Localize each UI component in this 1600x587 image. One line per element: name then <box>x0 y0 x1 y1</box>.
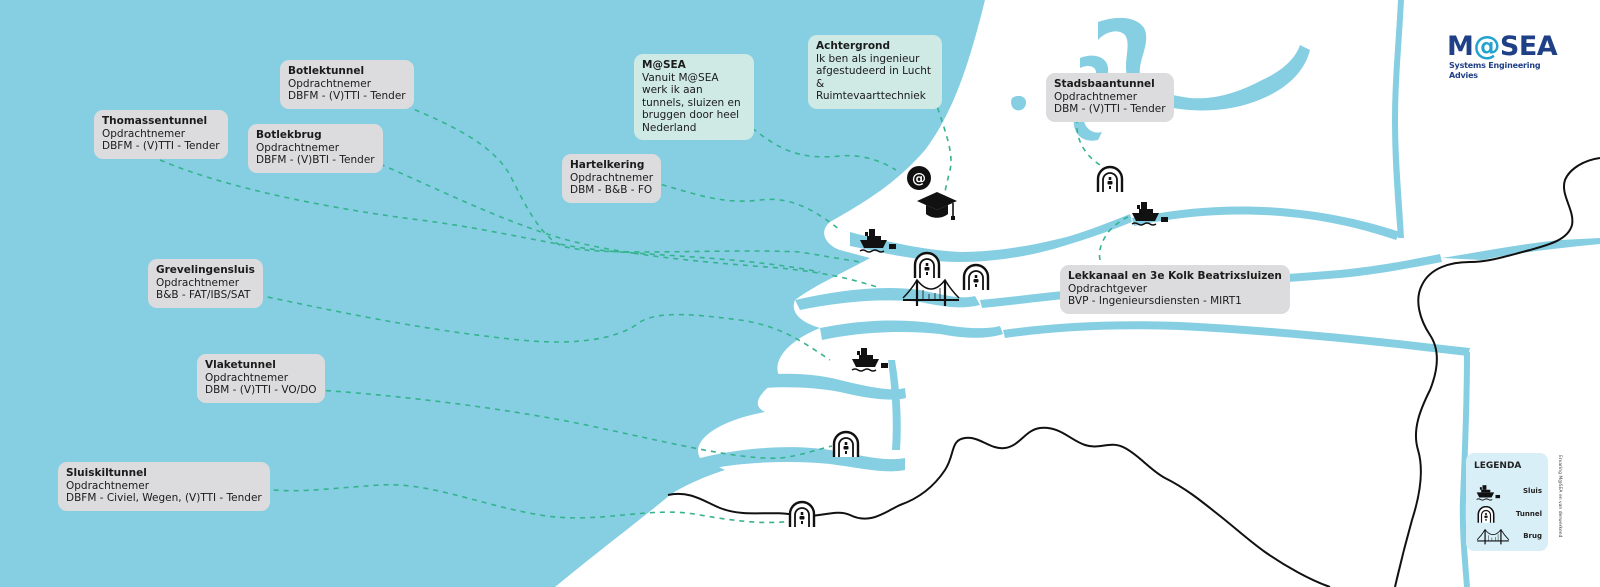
logo-subtitle: Systems Engineering Advies <box>1449 61 1541 80</box>
project-name: Vlaketunnel <box>205 359 276 371</box>
tunnel-icon <box>1477 506 1495 524</box>
bridge-icon <box>1476 529 1510 545</box>
ship-lock-icon <box>1476 484 1501 501</box>
project-card-lekkanaal: Lekkanaal en 3e Kolk Beatrixsluizen Opdr… <box>1060 265 1290 314</box>
project-name: Hartelkering <box>570 159 645 171</box>
rhine-east <box>1442 238 1600 260</box>
project-contract: DBFM - (V)BTI - Tender <box>256 154 375 166</box>
project-contract: DBM - (V)TTI - Tender <box>1054 103 1166 115</box>
project-name: Botlektunnel <box>288 65 365 77</box>
westerschelde <box>700 447 905 472</box>
background-text: Ik ben als ingenieur afgestudeerd in Luc… <box>816 52 931 103</box>
intro-text: Vanuit M@SEA werk ik aan tunnels, sluize… <box>642 71 741 134</box>
project-card-botlekbrug: Botlekbrug Opdrachtnemer DBFM - (V)BTI -… <box>248 124 383 173</box>
svg-text:@: @ <box>912 171 926 187</box>
tunnel-icon <box>913 251 941 280</box>
legend: LEGENDA Sluis Tunnel Brug <box>1466 453 1548 551</box>
route-achtergrond <box>934 97 952 201</box>
logo-brand-left: M <box>1447 31 1474 62</box>
tunnel-icon <box>1096 165 1124 194</box>
project-card-stadsbaantunnel: Stadsbaantunnel Opdrachtnemer DBM - (V)T… <box>1046 73 1174 122</box>
legend-item-brug: Brug <box>1474 528 1544 546</box>
route-botlektunnel <box>386 97 861 263</box>
project-role: Opdrachtnemer <box>156 276 240 289</box>
at-icon: @ <box>907 166 931 190</box>
project-role: Opdrachtnemer <box>570 171 654 184</box>
project-card-sluiskiltunnel: Sluiskiltunnel Opdrachtnemer DBFM - Civi… <box>58 462 270 511</box>
tunnel-icon <box>788 500 816 529</box>
hollandsch-diep <box>820 320 1003 340</box>
project-card-vlaketunnel: Vlaketunnel Opdrachtnemer DBM - (V)TTI -… <box>197 354 325 403</box>
legend-label: Brug <box>1523 532 1542 540</box>
legend-label: Sluis <box>1523 487 1542 495</box>
project-card-hartelkering: Hartelkering Opdrachtnemer DBM - B&B - F… <box>562 154 662 203</box>
mosea-logo: M@SEA Systems Engineering Advies <box>1447 33 1567 81</box>
ship-lock-icon <box>851 347 889 372</box>
project-contract: DBFM - (V)TTI - Tender <box>288 90 406 102</box>
route-grevelingensluis <box>257 294 831 361</box>
project-card-grevelingensluis: Grevelingensluis Opdrachtnemer B&B - FAT… <box>148 259 263 308</box>
project-role: Opdrachtnemer <box>102 127 186 140</box>
small-lake <box>1011 95 1027 111</box>
north-sea <box>0 0 985 587</box>
project-name: Thomassentunnel <box>102 115 208 127</box>
project-role: Opdrachtnemer <box>1054 90 1138 103</box>
project-role: Opdrachtnemer <box>205 371 289 384</box>
routes <box>159 97 1133 524</box>
logo-brand-right: SEA <box>1499 31 1558 62</box>
legend-item-sluis: Sluis <box>1474 483 1544 501</box>
route-vlaketunnel <box>315 389 833 459</box>
intro-title: M@SEA <box>642 59 686 71</box>
oosterschelde <box>740 373 906 400</box>
rotterdam-waterway <box>850 214 1132 262</box>
project-role: Opdrachtnemer <box>288 77 372 90</box>
project-name: Botlekbrug <box>256 129 322 141</box>
project-role: Opdrachtnemer <box>256 141 340 154</box>
border-germany <box>1394 157 1600 587</box>
project-card-botlektunnel: Botlektunnel Opdrachtnemer DBFM - (V)TTI… <box>280 60 414 109</box>
project-name: Stadsbaantunnel <box>1054 78 1155 90</box>
side-credit: Ervaring M@SEA en van derwerkend <box>1557 455 1562 538</box>
project-contract: DBFM - Civiel, Wegen, (V)TTI - Tender <box>66 492 262 504</box>
project-contract: DBM - B&B - FO <box>570 184 653 196</box>
graduation-cap-icon <box>917 192 957 220</box>
legend-label: Tunnel <box>1515 510 1542 518</box>
haringvliet <box>795 288 980 310</box>
project-role: Opdrachtgever <box>1068 282 1148 295</box>
project-name: Sluiskiltunnel <box>66 467 147 479</box>
background-card: Achtergrond Ik ben als ingenieur afgestu… <box>808 35 942 109</box>
route-botlekbrug <box>379 163 881 289</box>
route-mosea <box>751 127 897 171</box>
project-name: Lekkanaal en 3e Kolk Beatrixsluizen <box>1068 270 1282 282</box>
dortse-kil <box>888 360 901 450</box>
route-lekkanaal <box>1098 214 1133 261</box>
project-name: Grevelingensluis <box>156 264 255 276</box>
route-hartelkering <box>651 181 841 231</box>
project-contract: B&B - FAT/IBS/SAT <box>156 289 251 301</box>
tunnel-icon <box>832 430 860 459</box>
intro-card: M@SEA Vanuit M@SEA werk ik aan tunnels, … <box>634 54 754 140</box>
project-role: Opdrachtnemer <box>66 479 150 492</box>
logo-brand-at: @ <box>1473 31 1500 62</box>
maas-south <box>1459 352 1470 587</box>
lek-river <box>1132 206 1400 240</box>
legend-item-tunnel: Tunnel <box>1474 506 1544 524</box>
project-card-thomassentunnel: Thomassentunnel Opdrachtnemer DBFM - (V)… <box>94 110 228 159</box>
tunnel-icon <box>962 263 990 292</box>
project-contract: DBFM - (V)TTI - Tender <box>102 140 220 152</box>
legend-title: LEGENDA <box>1474 461 1522 471</box>
route-stadsbaantunnel <box>1075 117 1101 166</box>
ijssel-river <box>1392 0 1404 238</box>
background-title: Achtergrond <box>816 40 891 52</box>
route-thomassentunnel <box>159 159 821 273</box>
project-contract: BVP - Ingenieursdiensten - MIRT1 <box>1068 295 1242 307</box>
maas-river <box>1003 321 1470 356</box>
project-contract: DBM - (V)TTI - VO/DO <box>205 384 317 396</box>
